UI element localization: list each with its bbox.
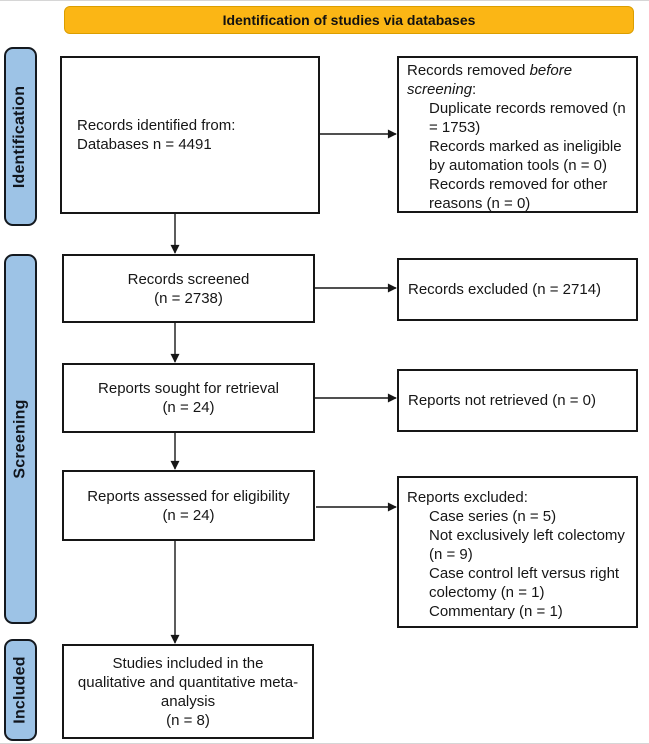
box-reports-not-retrieved: Reports not retrieved (n = 0) xyxy=(397,369,638,432)
stage-label-screening-text: Screening xyxy=(11,399,29,479)
box-records-excluded: Records excluded (n = 2714) xyxy=(397,258,638,321)
box-title-prefix: Records removed xyxy=(407,62,530,79)
box-line: Studies included in the xyxy=(112,654,264,672)
box-studies-included: Studies included in the qualitative and … xyxy=(62,644,314,739)
box-line: Records excluded (n = 2714) xyxy=(408,281,602,298)
box-line: (n = 2738) xyxy=(154,289,223,307)
box-line: qualitative and quantitative meta- xyxy=(77,673,299,691)
list-item: Duplicate records removed (n = 1753) xyxy=(429,100,626,136)
list-item: Case control left versus right colectomy… xyxy=(429,565,620,601)
box-line: (n = 8) xyxy=(166,711,210,729)
box-title: Records removed before screening: xyxy=(407,61,632,99)
box-title: Reports excluded: xyxy=(407,489,528,506)
box-records-screened: Records screened (n = 2738) xyxy=(62,254,315,323)
box-line: Reports not retrieved (n = 0) xyxy=(408,392,597,409)
stage-label-identification-text: Identification xyxy=(11,85,29,188)
list-item: Commentary (n = 1) xyxy=(429,603,563,620)
box-reports-excluded: Reports excluded: Case series (n = 5) No… xyxy=(397,476,638,628)
box-line: (n = 24) xyxy=(162,506,215,524)
box-title-italic: before screening xyxy=(407,62,573,98)
box-line: Records screened xyxy=(127,270,250,288)
box-line: analysis xyxy=(160,692,216,710)
box-line: Records identified from: xyxy=(77,117,236,134)
box-records-removed-before-screening: Records removed before screening: Duplic… xyxy=(397,56,638,213)
box-line: Databases n = 4491 xyxy=(77,136,212,153)
box-title-suffix: : xyxy=(472,81,477,98)
list-item: Case series (n = 5) xyxy=(429,508,557,525)
box-records-identified: Records identified from: Databases n = 4… xyxy=(60,56,320,214)
box-line: Reports assessed for eligibility xyxy=(87,487,290,505)
stage-label-included: Included xyxy=(4,639,37,741)
stage-label-screening: Screening xyxy=(4,254,37,624)
banner-label: Identification of studies via databases xyxy=(222,12,476,28)
list-item: Not exclusively left colectomy (n = 9) xyxy=(429,527,625,563)
box-line: Reports sought for retrieval xyxy=(98,380,279,397)
banner-identification-via-databases: Identification of studies via databases xyxy=(64,6,634,34)
box-line: (n = 24) xyxy=(162,399,215,416)
list-item: Records removed for other reasons (n = 0… xyxy=(429,176,608,212)
box-reports-assessed: Reports assessed for eligibility (n = 24… xyxy=(62,470,315,541)
list-item: Records marked as ineligible by automati… xyxy=(429,138,622,174)
box-reports-sought: Reports sought for retrieval (n = 24) xyxy=(62,363,315,433)
stage-label-identification: Identification xyxy=(4,47,37,226)
stage-label-included-text: Included xyxy=(11,656,29,724)
